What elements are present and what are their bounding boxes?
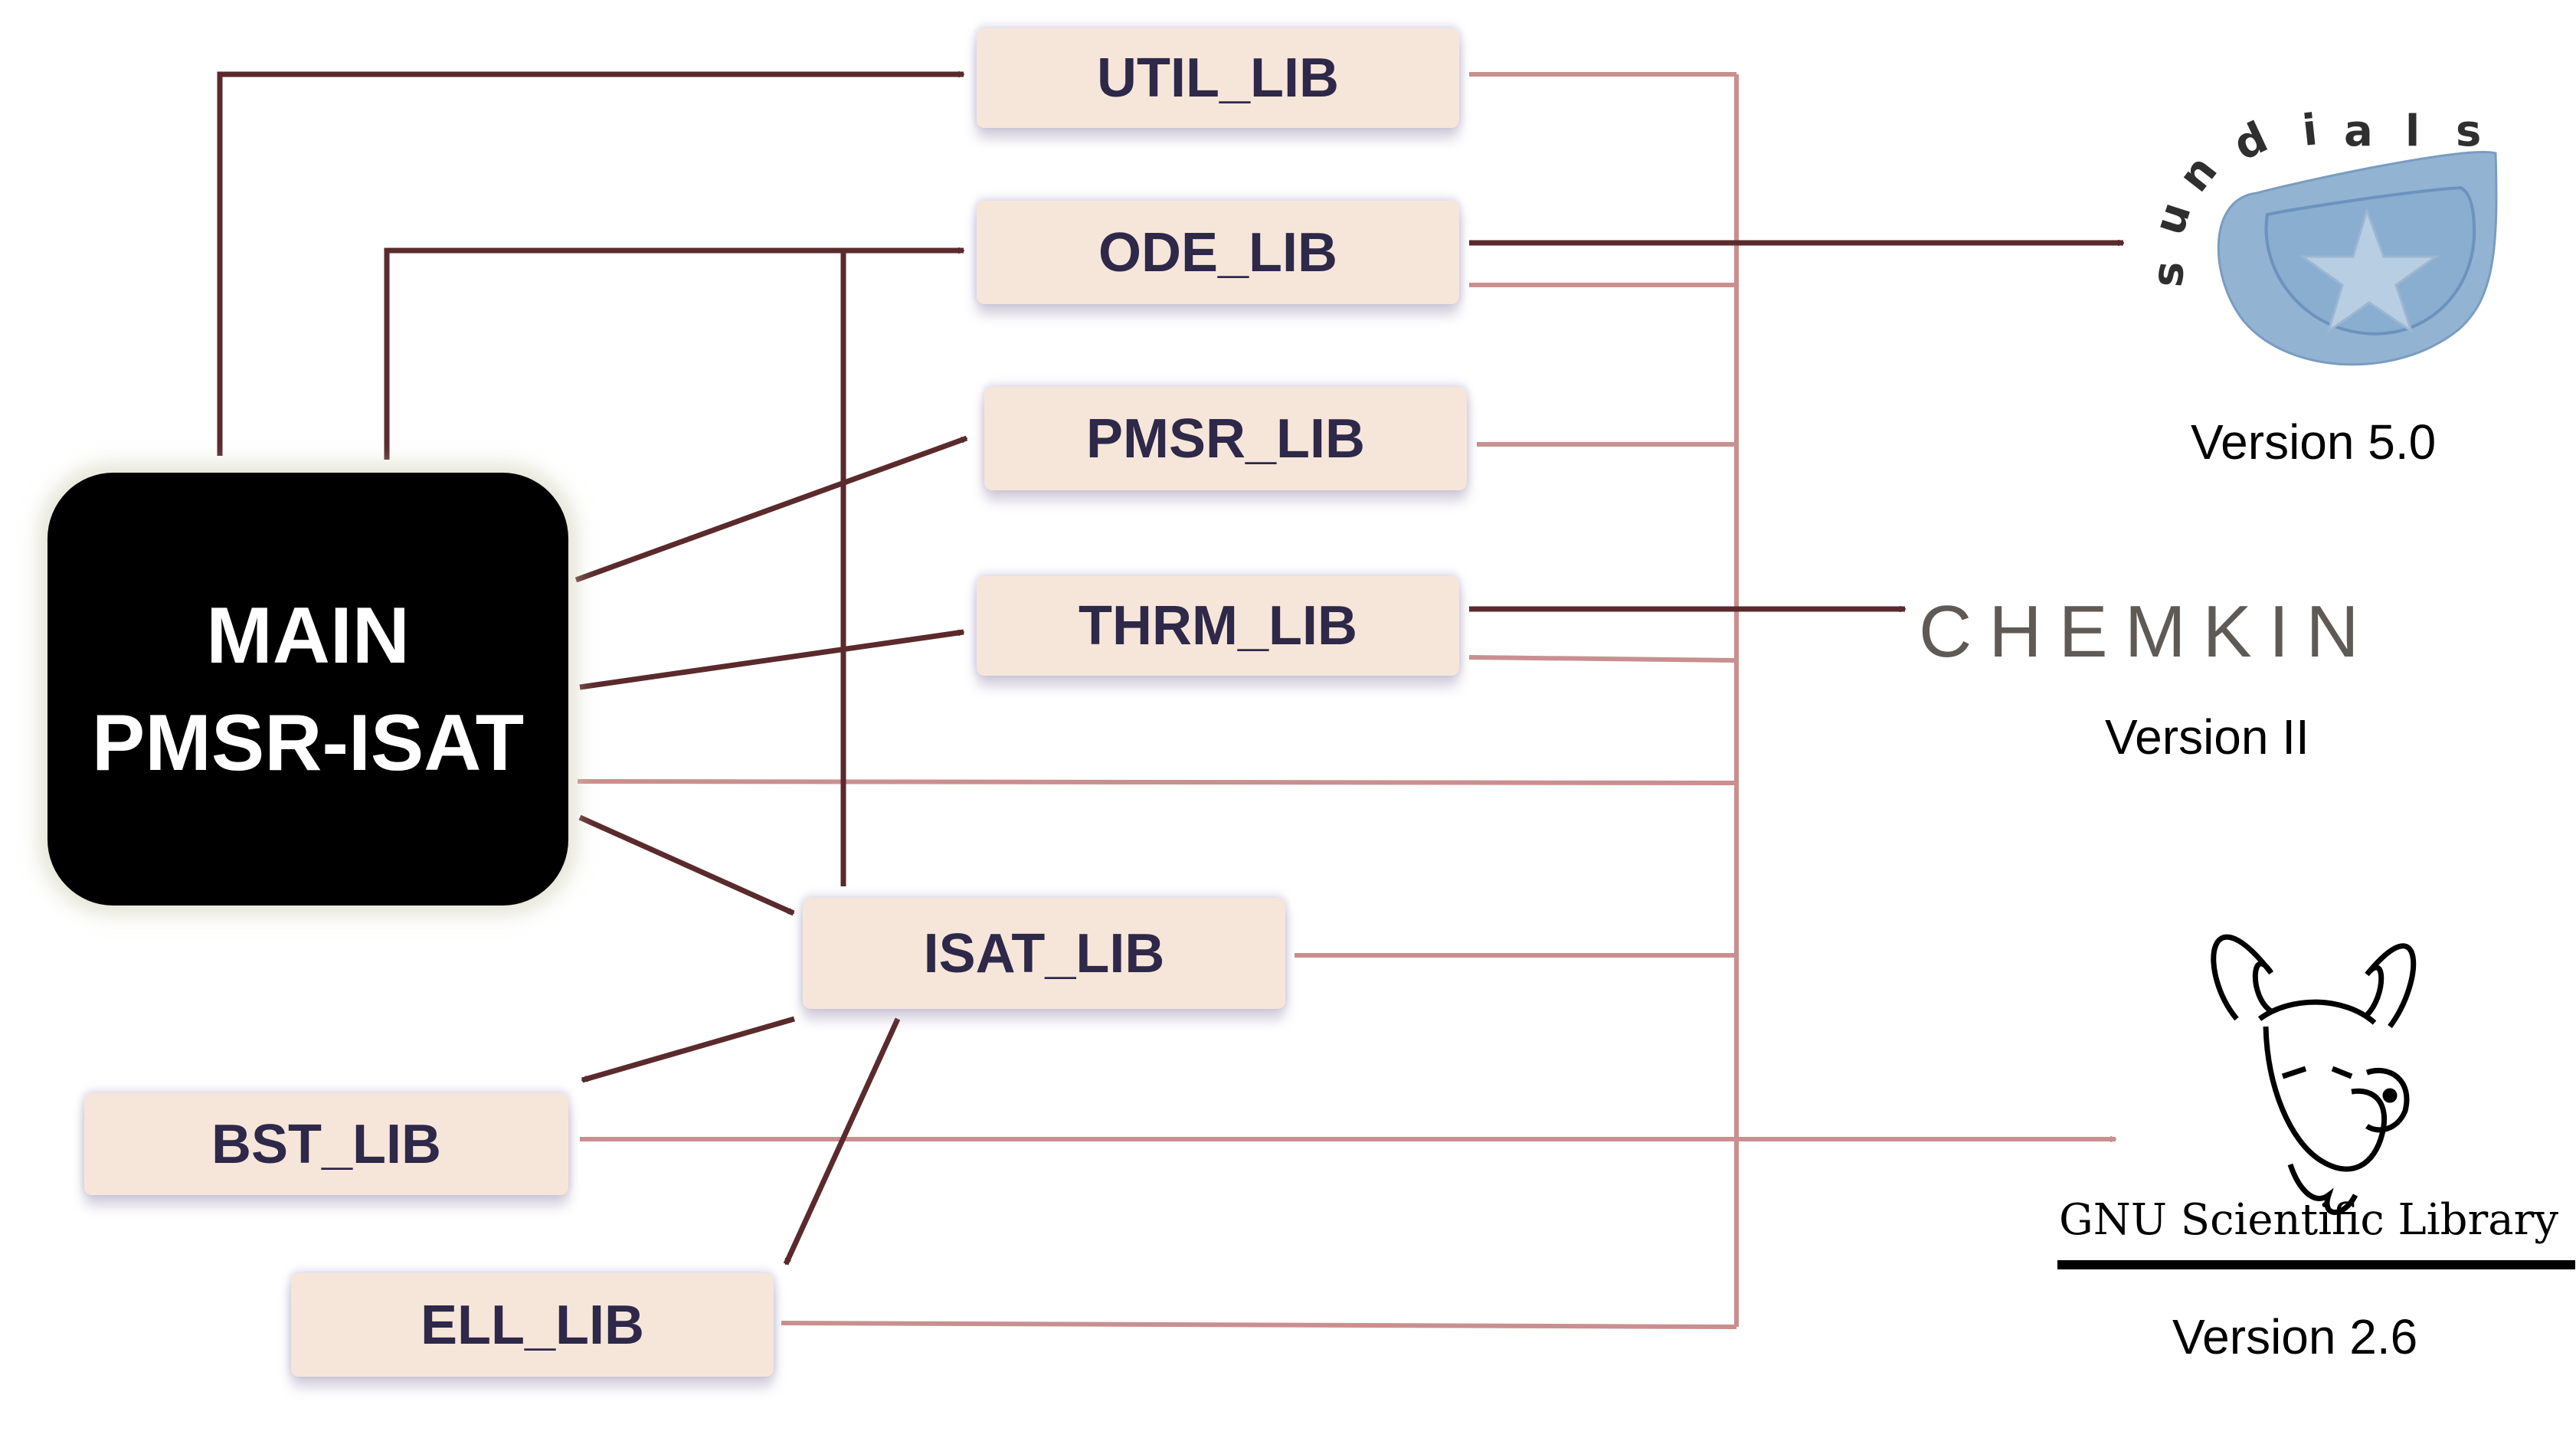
- svg-text:i: i: [2300, 105, 2320, 156]
- ell-lib-box: ELL_LIB: [291, 1273, 774, 1377]
- arrow-isat-to-bst: [582, 1016, 795, 1083]
- arrow-main-to-util: [217, 74, 964, 456]
- gsl-wordmark: GNU Scientific Library: [2059, 1195, 2559, 1245]
- pmsr-lib-box: PMSR_LIB: [984, 387, 1467, 490]
- main-title-line2: PMSR-ISAT: [91, 698, 525, 788]
- gsl-underline: [2057, 1260, 2575, 1269]
- bst-lib-box: BST_LIB: [84, 1093, 568, 1195]
- isat-lib-label: ISAT_LIB: [923, 922, 1165, 984]
- chemkin-version: Version II: [2105, 709, 2309, 765]
- thrm-lib-label: THRM_LIB: [1079, 595, 1357, 657]
- svg-text:u: u: [2144, 196, 2201, 241]
- arrow-main-to-thrm: [579, 632, 964, 690]
- arrow-main-to-isat: [578, 814, 794, 916]
- sundials-logo: s u n d i a l s: [2142, 105, 2498, 366]
- sundials-version: Version 5.0: [2191, 414, 2437, 470]
- library-bus: [577, 72, 2116, 1329]
- svg-text:s: s: [2142, 259, 2195, 289]
- main-pmsr-isat-block: MAIN PMSR-ISAT: [47, 473, 568, 906]
- ode-lib-label: ODE_LIB: [1098, 221, 1338, 283]
- ell-lib-label: ELL_LIB: [420, 1294, 644, 1356]
- util-lib-box: UTIL_LIB: [977, 28, 1459, 128]
- bus-main: [577, 779, 1737, 785]
- main-title-line1: MAIN: [206, 591, 410, 680]
- arrow-isat-to-ell: [783, 1017, 901, 1264]
- pmsr-lib-label: PMSR_LIB: [1085, 408, 1366, 470]
- ode-lib-box: ODE_LIB: [977, 201, 1459, 304]
- isat-lib-box: ISAT_LIB: [803, 898, 1285, 1009]
- svg-text:n: n: [2169, 146, 2227, 201]
- bus-thrm: [1468, 655, 1737, 663]
- svg-text:a: a: [2344, 106, 2373, 156]
- sundials-star: [2299, 207, 2440, 334]
- gsl-version: Version 2.6: [2172, 1309, 2418, 1364]
- gnu-head-logo: [2211, 934, 2417, 1215]
- arrow-main-to-pmsr: [574, 435, 967, 583]
- bst-lib-label: BST_LIB: [211, 1113, 442, 1175]
- bus-ell: [781, 1321, 1737, 1329]
- svg-text:s: s: [2456, 106, 2481, 156]
- sundials-wordmark: s u n d i a l s: [2142, 105, 2481, 289]
- svg-text:d: d: [2226, 113, 2275, 171]
- chemkin-logo: CHEMKIN: [1919, 591, 2376, 673]
- svg-text:l: l: [2405, 106, 2420, 156]
- arrow-main-to-ode: [384, 251, 964, 460]
- dependency-arrows: [217, 74, 2123, 1264]
- thrm-lib-box: THRM_LIB: [977, 576, 1459, 676]
- util-lib-label: UTIL_LIB: [1097, 47, 1339, 109]
